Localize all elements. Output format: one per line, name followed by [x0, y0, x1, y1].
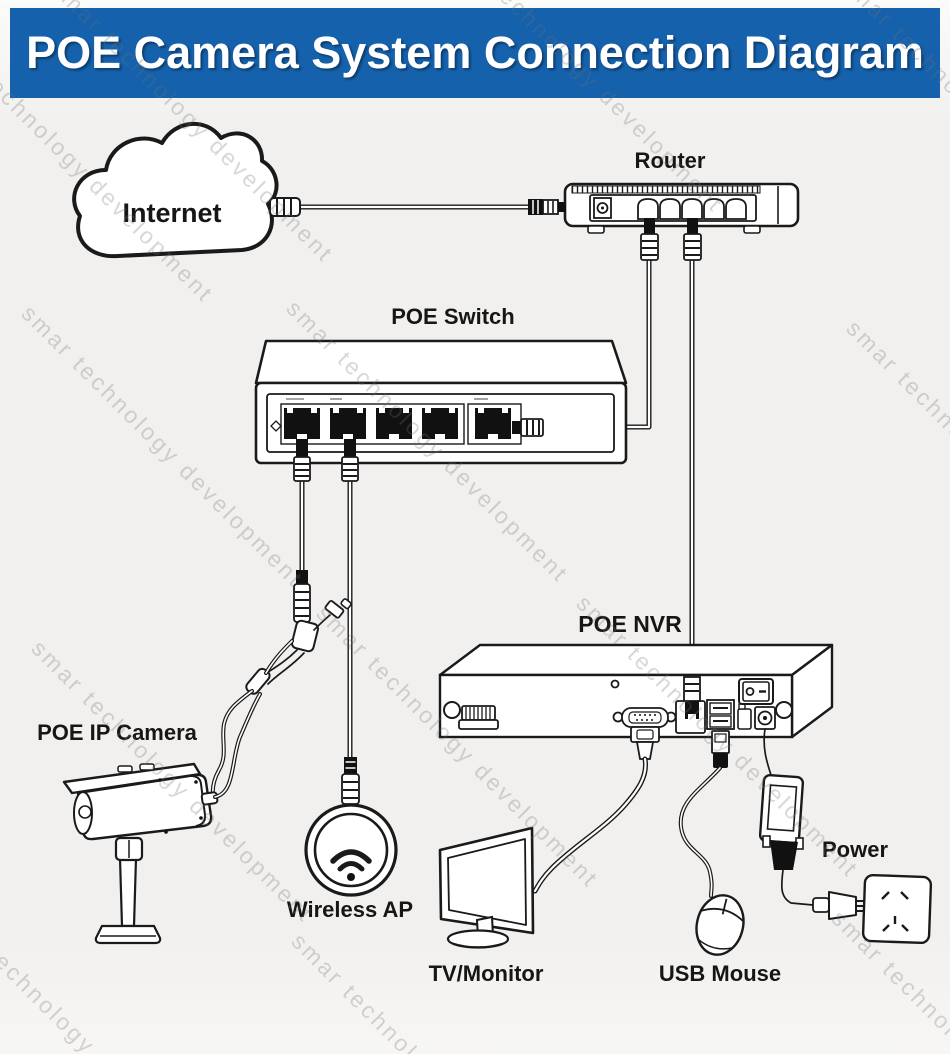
label-power: Power [821, 837, 889, 862]
label-wireless-ap: Wireless AP [286, 897, 414, 922]
nvr-terminal-block [458, 705, 499, 730]
router-port-plug [640, 218, 659, 261]
power-plug [812, 891, 867, 920]
title-banner: POE Camera System Connection Diagram [10, 8, 940, 98]
nvr-monitor-cable [532, 756, 649, 894]
wireless-ap [304, 757, 398, 897]
label-usb-mouse: USB Mouse [658, 961, 782, 986]
nvr-ethernet-port [675, 676, 706, 734]
nvr-vga-port [612, 707, 677, 728]
label-internet: Internet [122, 198, 222, 228]
nvr-mount-hole [443, 701, 461, 719]
label-router: Router [634, 148, 706, 173]
nvr-mouse-cable [678, 766, 722, 898]
label-tv-monitor: TV/Monitor [428, 961, 544, 986]
tv-monitor [438, 826, 535, 949]
usb-mouse [695, 894, 745, 956]
label-poe-nvr: POE NVR [578, 611, 682, 637]
poe-ip-camera [62, 639, 294, 945]
poe-nvr [438, 643, 834, 768]
router-vent [571, 185, 761, 194]
page-title: POE Camera System Connection Diagram [26, 27, 924, 78]
router-lan-ports [637, 198, 747, 220]
cloud-cable-boot [269, 197, 301, 217]
nvr-aux-connector [737, 703, 752, 730]
camera-poe-splitter [210, 570, 352, 798]
nvr-dc-jack [754, 706, 776, 730]
router-power-port [593, 197, 612, 219]
switch-port-plug [293, 439, 311, 482]
router-wan-plug [528, 199, 566, 215]
internet-cloud [72, 122, 301, 259]
switch-poe-ports [284, 408, 458, 439]
router-foot [587, 225, 605, 234]
router [528, 182, 800, 261]
poe-switch [254, 339, 628, 482]
adapter-outlet-cable [780, 869, 814, 906]
label-poe-ip-camera: POE IP Camera [37, 720, 197, 745]
switch-uplink-port [475, 408, 511, 439]
dc-pigtail-plug [324, 600, 345, 619]
ap-plug [341, 757, 360, 805]
nvr-mount-hole [775, 701, 793, 719]
label-poe-switch: POE Switch [391, 304, 515, 329]
wifi-icon [330, 849, 372, 881]
router-port-plug [683, 218, 702, 261]
wall-outlet [861, 873, 933, 945]
switch-port-plug [341, 439, 359, 482]
switch-logo-icon [270, 420, 282, 432]
switch-uplink-plug [512, 418, 544, 437]
router-foot [743, 225, 761, 234]
vga-plug [630, 726, 660, 760]
nvr-usb-ports [706, 699, 735, 730]
usb-plug [711, 730, 730, 768]
nvr-power-switch [738, 678, 774, 705]
power-adapter [758, 773, 805, 870]
